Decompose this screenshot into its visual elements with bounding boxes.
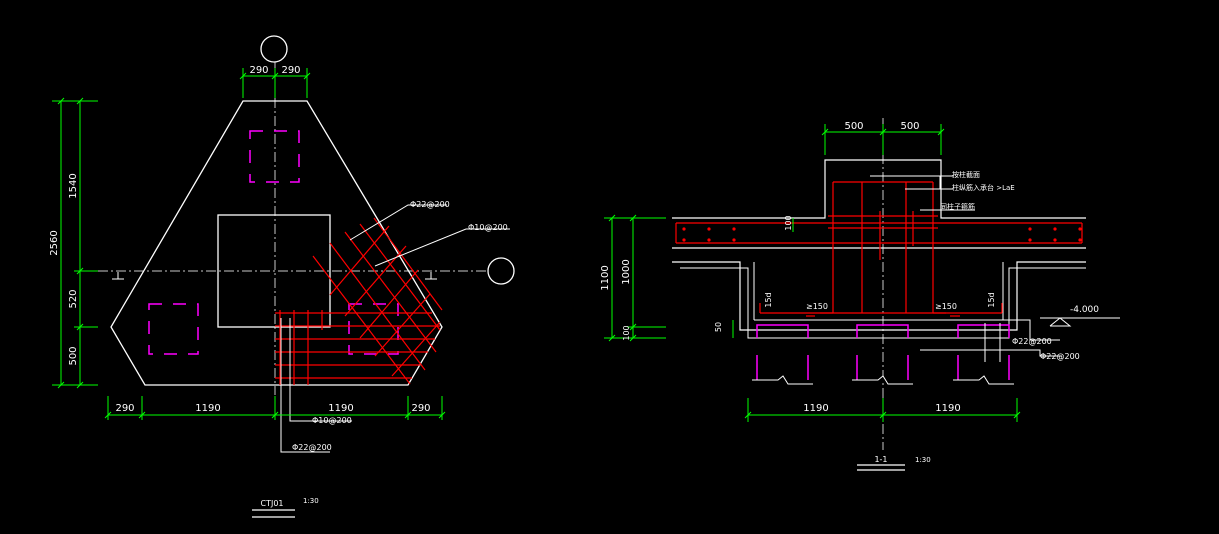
slab-rebar-dots	[682, 227, 1082, 242]
section-mark-right	[425, 272, 437, 280]
section-dim-50: 50	[714, 322, 723, 332]
min-anchor-right: ≥150	[935, 302, 957, 311]
section-dim-left-2: 100	[622, 325, 631, 340]
section-dim-bottom	[744, 398, 1021, 422]
side-label-right: 15d	[987, 292, 996, 307]
pile-top	[249, 130, 300, 183]
section-dim-left-total: 1100	[600, 265, 611, 290]
plan-rebar-label-4: Φ22@200	[292, 443, 332, 452]
plan-dim-bottom-4: 290	[411, 403, 430, 414]
axis-bubble-top	[260, 35, 288, 63]
plan-dim-bottom-2: 1190	[195, 403, 220, 414]
plan-dim-left	[52, 97, 98, 389]
column-rebar	[759, 181, 1003, 317]
section-piles	[756, 324, 1010, 380]
section-scale: 1:30	[915, 456, 931, 464]
pile-cap-section-outline	[672, 261, 1086, 331]
note-line-3: 同柱子箍筋	[940, 202, 975, 211]
elevation-label: -4.000	[1070, 305, 1099, 315]
section-dim-top	[821, 124, 945, 155]
section-title: 1-1	[874, 455, 887, 464]
section-mark-left	[112, 272, 124, 280]
axis-bubble-right	[487, 257, 515, 285]
column-outline	[217, 214, 331, 328]
section-rebar-label-1: Φ22@200	[1012, 337, 1052, 346]
section-dim-bottom-1: 1190	[803, 403, 828, 414]
plan-dim-bottom	[104, 396, 446, 420]
plan-rebar-label-2: Φ10@200	[468, 223, 508, 232]
plan-dim-top-2: 290	[281, 65, 300, 76]
plan-dim-top	[239, 68, 311, 98]
plan-dim-left-total: 2560	[49, 230, 60, 255]
plan-dim-bottom-1: 290	[115, 403, 134, 414]
plan-dim-bottom-3: 1190	[328, 403, 353, 414]
side-label-left: 15d	[764, 292, 773, 307]
note-line-1: 按柱截面	[952, 170, 980, 179]
plan-rebar-label-3: Φ10@200	[312, 416, 352, 425]
plan-dim-top-1: 290	[249, 65, 268, 76]
note-line-2: 柱纵筋入承台 >LaE	[952, 183, 1015, 192]
pile-bottom-right	[348, 303, 399, 355]
plan-view: Φ22@200 Φ10@200 Φ10@200 Φ22@200 290 290	[49, 35, 515, 518]
plan-rebar-label-1: Φ22@200	[410, 200, 450, 209]
pile-bottom-left	[148, 303, 199, 355]
section-dim-top-2: 500	[900, 121, 919, 132]
section-view: 按柱截面 柱纵筋入承台 >LaE 同柱子箍筋 ≥150 ≥150 15d 15d…	[600, 118, 1120, 471]
slab-top-outline	[672, 159, 1086, 219]
plan-dim-left-1: 1540	[68, 173, 79, 198]
section-dim-100: 100	[784, 215, 793, 230]
plan-dim-left-2: 520	[68, 289, 79, 308]
plan-leaders	[280, 204, 510, 453]
plan-dim-left-3: 500	[68, 346, 79, 365]
section-leaders	[870, 175, 1120, 362]
section-dim-left-1: 1000	[621, 259, 632, 284]
section-rebar-label-2: Φ22@200	[1040, 352, 1080, 361]
plan-title: CTJ01	[260, 499, 283, 508]
section-dim-top-1: 500	[844, 121, 863, 132]
min-anchor-left: ≥150	[806, 302, 828, 311]
slab-rebar	[675, 222, 1083, 244]
cushion-layer-outline	[680, 267, 1086, 339]
section-dim-bottom-2: 1190	[935, 403, 960, 414]
plan-scale: 1:30	[303, 497, 319, 505]
pile-cap-outline	[110, 100, 443, 386]
pile-break-lines	[752, 375, 1014, 385]
section-dim-left	[604, 214, 794, 342]
plan-rebar-diagonal	[312, 217, 443, 385]
